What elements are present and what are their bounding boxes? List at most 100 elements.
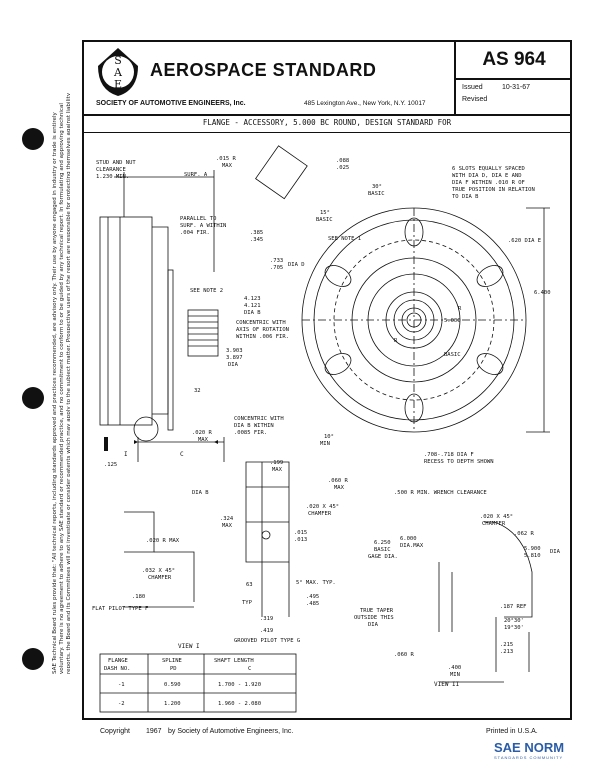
- th-flange-2: DASH NO.: [104, 666, 131, 672]
- label-stud-2: CLEARANCE: [96, 167, 126, 173]
- label-125: .125: [104, 462, 117, 468]
- issued-date: 10-31-67: [502, 84, 531, 91]
- mounting-slots: [324, 217, 504, 423]
- label-020x45b-2: CHAMFER: [482, 521, 506, 527]
- label-6250: 6.250: [374, 540, 391, 546]
- label-10min-2: MIN: [320, 441, 330, 447]
- watermark-text: SAE NORM: [494, 740, 565, 755]
- label-6400: 6.400: [534, 290, 551, 296]
- standard-number-box: AS 964 Issued 10-31-67 Revised: [454, 42, 572, 114]
- label-slots-1: 6 SLOTS EQUALLY SPACED: [452, 166, 525, 172]
- spline-shaft: [187, 309, 219, 357]
- label-060max-2: MAX: [334, 485, 345, 491]
- th-flange-1: FLANGE: [108, 658, 128, 664]
- label-15-2: BASIC: [316, 217, 333, 223]
- label-705: .705: [270, 265, 283, 271]
- label-r2: R: [394, 338, 398, 344]
- label-r1: R: [458, 306, 462, 312]
- label-i: I: [124, 451, 128, 458]
- label-dia-d: DIA D: [288, 262, 305, 268]
- binder-hole: [22, 648, 44, 670]
- label-400: .400: [448, 665, 461, 671]
- label-conc-6: WITHIN .006 FIR.: [236, 334, 289, 340]
- header: S A E AEROSPACE STANDARD SOCIETY OF AUTO…: [84, 42, 572, 116]
- label-324: .324: [220, 516, 234, 522]
- label-clearance500: .500 R MIN. WRENCH CLEARANCE: [394, 490, 487, 496]
- label-6250-basic: BASIC: [374, 547, 391, 553]
- label-400-min: MIN: [450, 672, 460, 678]
- label-015-013-2: .013: [294, 537, 307, 543]
- label-conc-5: AXIS OF ROTATION: [236, 327, 289, 333]
- document-frame: S A E AEROSPACE STANDARD SOCIETY OF AUTO…: [82, 40, 572, 720]
- binder-hole: [22, 128, 44, 150]
- footer-printed: Printed in U.S.A.: [486, 728, 538, 735]
- label-taper-2: OUTSIDE THIS: [354, 615, 394, 621]
- footer-year: 1967: [146, 728, 162, 735]
- label-5000-basic: BASIC: [444, 352, 461, 358]
- label-30-1: 30°: [372, 184, 382, 190]
- label-5900-dia: DIA: [550, 549, 561, 555]
- label-199: .199: [270, 460, 283, 466]
- label-015-013: .015: [294, 530, 307, 536]
- label-stud-1: STUD AND NUT: [96, 160, 136, 166]
- detail-circle-i: [133, 416, 159, 442]
- label-15-1: 15°: [320, 210, 330, 216]
- label-015-1: .015 R: [216, 156, 237, 162]
- label-typ: TYP: [242, 600, 253, 606]
- label-5max: 5° MAX. TYP.: [296, 580, 336, 586]
- label-5810: 5.810: [524, 553, 541, 559]
- label-495: .495: [306, 594, 319, 600]
- standard-title: AEROSPACE STANDARD: [150, 60, 377, 80]
- label-conc2-3: .0085 FIR.: [234, 430, 267, 436]
- revised-label: Revised: [462, 96, 488, 103]
- as-number: AS 964: [456, 42, 572, 80]
- label-032x45: .032 X 45°: [142, 568, 175, 574]
- label-5900: 5.900: [524, 546, 541, 552]
- label-conc-2: 4.121: [244, 303, 261, 309]
- logo-letter-e: E: [114, 78, 122, 91]
- label-2030: 20°30': [504, 618, 524, 624]
- flange-side-body: [99, 216, 153, 426]
- label-view-ii: VIEW II: [434, 681, 460, 688]
- label-note1: SEE NOTE 1: [328, 236, 361, 242]
- label-3897: 3.897: [226, 355, 243, 361]
- label-6000: 6.000: [400, 536, 417, 542]
- dash-number-table: FLANGE DASH NO. SPLINE PD SHAFT LENGTH C…: [99, 653, 297, 713]
- label-6000-max: DIA.MAX: [400, 543, 424, 549]
- table-cell: 1.960 - 2.080: [218, 701, 261, 707]
- th-spline-2: PD: [170, 666, 177, 672]
- label-view-i: VIEW I: [178, 643, 200, 650]
- title-divider: [84, 132, 570, 133]
- side-note-text: SAE Technical Board rules provide that: …: [52, 92, 70, 674]
- label-grooved: GROOVED PILOT TYPE G: [234, 638, 300, 644]
- label-213: .213: [500, 649, 513, 655]
- label-345: .345: [250, 237, 263, 243]
- label-6250-gage: GAGE DIA.: [368, 554, 398, 560]
- label-recess-1: .708-.718 DIA F: [424, 452, 474, 458]
- sae-logo-icon: S A E: [98, 48, 138, 96]
- label-note2: SEE NOTE 2: [190, 288, 223, 294]
- label-parallel-2: SURF. A WITHIN: [180, 223, 226, 229]
- label-taper-3: DIA: [368, 622, 379, 628]
- label-stud-3: 1.230 MIN.: [96, 174, 129, 180]
- legal-side-note: SAE Technical Board rules provide that: …: [44, 84, 70, 674]
- label-385: .385: [250, 230, 263, 236]
- th-shaft-2: C: [248, 666, 251, 672]
- label-slots-3: DIA F WITHIN .010 R OF: [452, 180, 525, 186]
- table-cell: 1.200: [164, 701, 181, 707]
- table-cell: -1: [118, 682, 125, 688]
- label-187: .187 REF: [500, 604, 527, 610]
- label-c: C: [180, 451, 184, 458]
- label-conc2-2: DIA B WITHIN: [234, 423, 274, 429]
- label-733: .733: [270, 258, 283, 264]
- footer-publisher: by Society of Automotive Engineers, Inc.: [168, 728, 294, 735]
- label-215: .215: [500, 642, 513, 648]
- label-060r: .060 R: [394, 652, 415, 658]
- datum-marker: [104, 437, 108, 451]
- label-dia-e: .620 DIA E: [508, 238, 541, 244]
- label-10min: 10°: [324, 434, 334, 440]
- label-419: .419: [260, 628, 273, 634]
- label-1930: 19°30': [504, 625, 524, 631]
- label-485: .485: [306, 601, 319, 607]
- label-324-max: MAX: [222, 523, 233, 529]
